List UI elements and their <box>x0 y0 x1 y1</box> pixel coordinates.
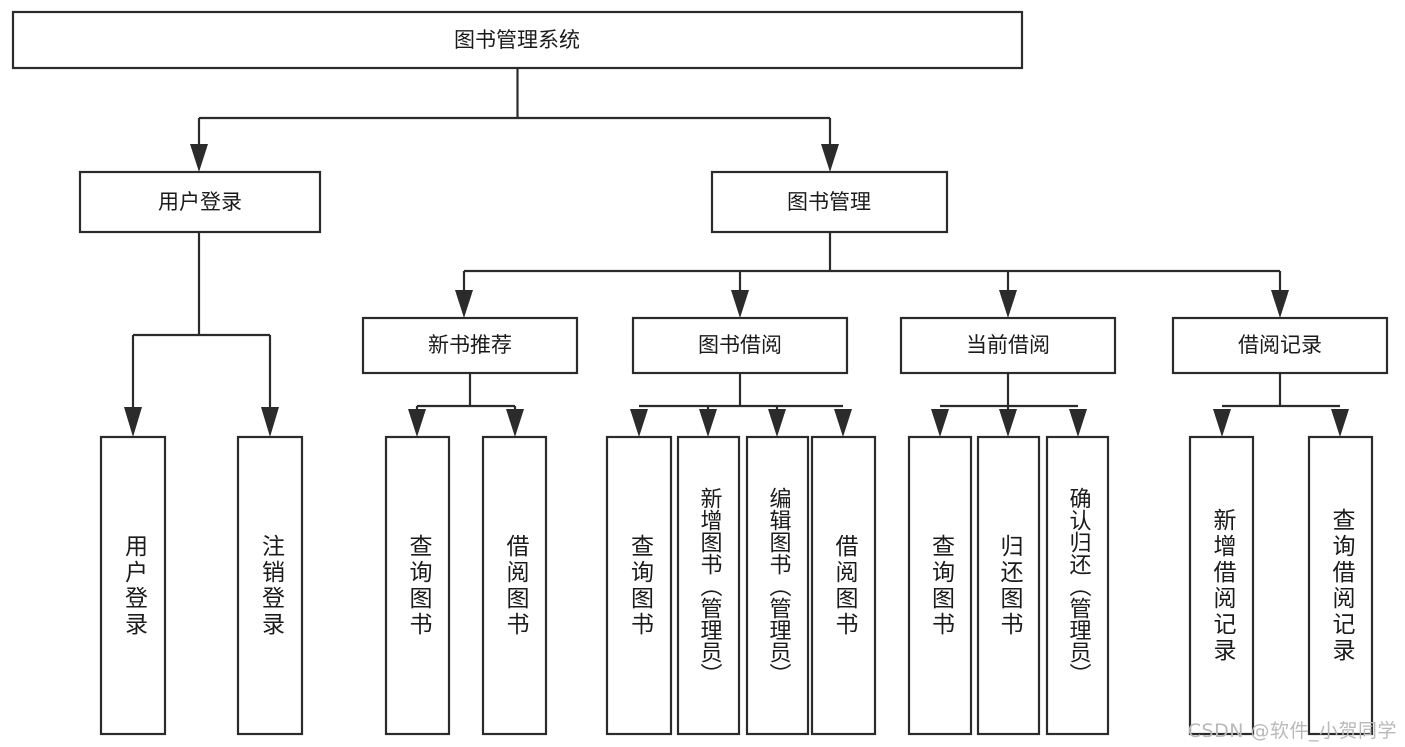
node-leaf-query-book-1-box[interactable] <box>384 435 451 736</box>
label-user-login: 用户登录 <box>158 190 242 214</box>
arrow-leaf-borrow-book-1 <box>506 409 524 437</box>
node-root-box[interactable] <box>11 10 1024 70</box>
node-leaf-add-book-box[interactable] <box>676 435 741 736</box>
node-leaf-add-record-box[interactable] <box>1188 435 1255 736</box>
arrow-leaf-add-record <box>1213 409 1231 437</box>
arrow-to-current-borrow <box>999 290 1017 318</box>
label-new-book-recommend: 新书推荐 <box>428 333 512 357</box>
connector-layer <box>124 68 1349 437</box>
node-leaf-return-book-box[interactable] <box>976 435 1041 736</box>
node-leaf-borrow-book-2-box[interactable] <box>810 435 877 736</box>
label-current-borrow: 当前借阅 <box>966 333 1050 357</box>
node-user-login-box[interactable] <box>78 170 322 234</box>
arrow-leaf-logout <box>261 407 279 437</box>
node-box-layer <box>11 10 1389 736</box>
watermark-text: CSDN @软件_小贺同学 <box>1187 720 1397 742</box>
node-new-book-recommend-box[interactable] <box>361 316 579 375</box>
arrow-leaf-query-book-2 <box>630 409 648 437</box>
node-leaf-confirm-return-box[interactable] <box>1045 435 1110 736</box>
node-book-borrow-box[interactable] <box>631 316 849 375</box>
arrow-leaf-query-book-3 <box>931 409 949 437</box>
node-leaf-query-book-2-box[interactable] <box>605 435 673 736</box>
node-book-manage-box[interactable] <box>710 170 949 234</box>
arrow-to-borrow-record <box>1271 290 1289 318</box>
node-label-layer: 图书管理系统 用户登录 图书管理 新书推荐 图书借阅 当前借阅 借阅记录 <box>158 28 1322 357</box>
node-leaf-logout-box[interactable] <box>236 435 304 736</box>
node-borrow-record-box[interactable] <box>1171 316 1389 375</box>
arrow-leaf-edit-book <box>768 409 786 437</box>
node-current-borrow-box[interactable] <box>899 316 1117 375</box>
node-leaf-query-record-box[interactable] <box>1307 435 1374 736</box>
label-borrow-record: 借阅记录 <box>1238 333 1322 357</box>
label-book-manage: 图书管理 <box>787 190 871 214</box>
label-root: 图书管理系统 <box>454 28 580 52</box>
arrow-leaf-add-book <box>699 409 717 437</box>
node-leaf-user-login-box[interactable] <box>99 435 167 736</box>
arrow-to-book-borrow <box>731 290 749 318</box>
node-leaf-edit-book-box[interactable] <box>745 435 810 736</box>
arrow-to-new-book-recommend <box>455 290 473 318</box>
node-leaf-query-book-3-box[interactable] <box>907 435 973 736</box>
arrow-leaf-return-book <box>999 409 1017 437</box>
arrow-leaf-confirm-return <box>1069 409 1087 437</box>
node-leaf-borrow-book-1-box[interactable] <box>481 435 548 736</box>
arrow-to-user-login <box>190 144 208 172</box>
arrow-leaf-query-record <box>1331 409 1349 437</box>
label-book-borrow: 图书借阅 <box>698 333 782 357</box>
arrow-leaf-user-login <box>124 407 142 437</box>
arrow-leaf-borrow-book-2 <box>834 409 852 437</box>
arrow-leaf-query-book-1 <box>408 409 426 437</box>
arrow-to-book-manage <box>821 144 839 172</box>
